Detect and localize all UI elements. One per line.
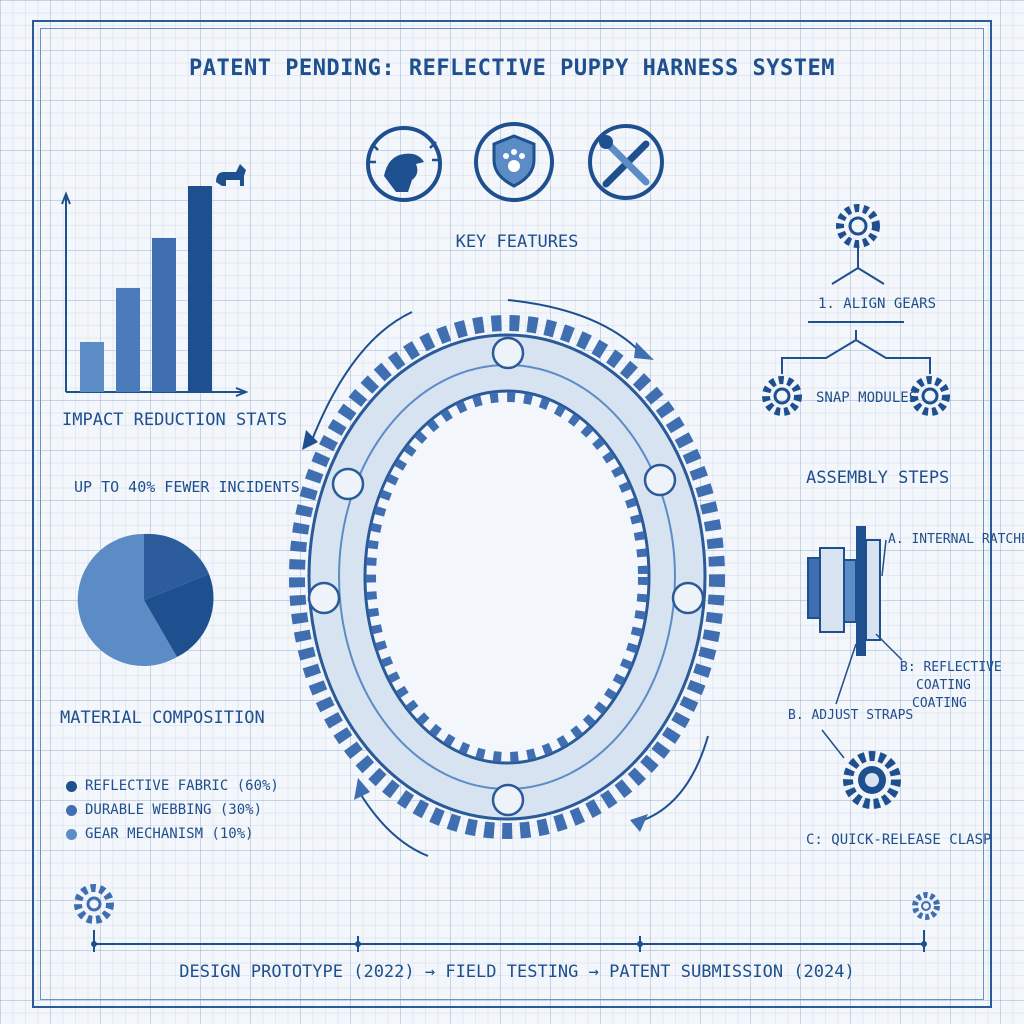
pie-slice-gear <box>144 533 209 600</box>
timeline-label: DESIGN PROTOTYPE (2022) → FIELD TESTING … <box>179 962 855 982</box>
key-features-label: KEY FEATURES <box>455 232 579 252</box>
wrench-screwdriver-icon <box>588 124 664 200</box>
legend-item-webbing: DURABLE WEBBING (30%) <box>66 802 262 818</box>
outer-frame <box>32 20 992 1008</box>
legend-item-gear: GEAR MECHANISM (10%) <box>66 826 254 842</box>
ratchet-cross-section <box>807 526 903 759</box>
legend-text: DURABLE WEBBING (30%) <box>85 802 263 818</box>
paw-shield-icon <box>474 122 554 202</box>
pie-slice-webbing <box>144 574 214 657</box>
gear-icon <box>836 204 880 248</box>
assembly-flow <box>781 246 931 374</box>
impact-bar-4 <box>188 186 212 392</box>
harness-gear-ring <box>289 299 725 857</box>
material-composition-label: MATERIAL COMPOSITION <box>60 708 265 728</box>
legend-swatch <box>66 804 77 816</box>
gear-icon <box>910 376 950 416</box>
impact-bar-chart <box>61 164 249 397</box>
legend-swatch <box>66 780 77 792</box>
inner-frame <box>40 28 984 1000</box>
callout-reflective-coating: B: REFLECTIVE <box>900 660 1002 675</box>
material-pie-chart <box>77 533 214 666</box>
assembly-step-1: 1. ALIGN GEARS <box>818 296 937 312</box>
legend-swatch <box>66 828 77 840</box>
legend-item-fabric: REFLECTIVE FABRIC (60%) <box>66 778 279 794</box>
dog-head-alert-icon <box>366 126 442 202</box>
legend-text: REFLECTIVE FABRIC (60%) <box>85 778 279 794</box>
impact-bar-3 <box>152 238 176 392</box>
impact-bar-2 <box>116 288 140 392</box>
impact-stats-label: IMPACT REDUCTION STATS <box>62 410 288 430</box>
legend-text: GEAR MECHANISM (10%) <box>85 826 254 842</box>
timeline <box>91 930 927 952</box>
page-title: PATENT PENDING: REFLECTIVE PUPPY HARNESS… <box>188 56 836 81</box>
gear-icon <box>74 884 114 924</box>
assembly-steps-label: ASSEMBLY STEPS <box>806 468 950 488</box>
incidents-subtitle: UP TO 40% FEWER INCIDENTS <box>74 478 300 496</box>
impact-bar-1 <box>80 342 104 392</box>
callout-reflective-coating-line2: COATING <box>916 678 971 693</box>
pie-slice-fabric <box>77 533 177 666</box>
quick-release-clasp-icon <box>843 751 901 809</box>
gear-icon <box>762 376 802 416</box>
dog-silhouette-icon <box>216 164 246 186</box>
assembly-step-2: SNAP MODULES <box>816 390 918 406</box>
callout-reflective-coating-line3: COATING <box>912 696 967 711</box>
callout-adjust-straps: B. ADJUST STRAPS <box>788 708 914 723</box>
callout-quick-release-clasp: C: QUICK-RELEASE CLASP <box>806 832 992 848</box>
gear-icon <box>912 892 940 920</box>
callout-internal-ratchet: A. INTERNAL RATCHET <box>888 532 1024 547</box>
